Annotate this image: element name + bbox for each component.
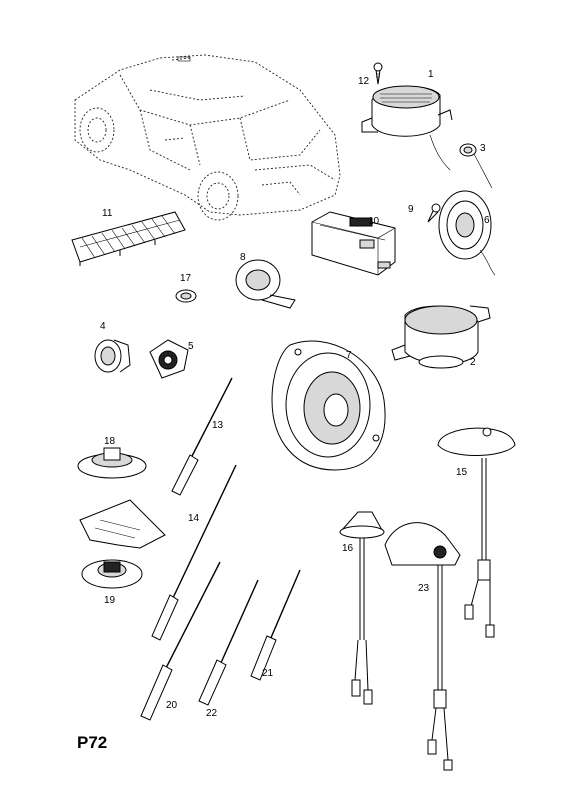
- callout-21: 21: [262, 668, 274, 679]
- connector-part-4: [94, 339, 131, 373]
- speaker-bracket-part-2: [391, 305, 491, 369]
- grille-panel-part-11: [71, 211, 186, 266]
- antenna-mast-part-20: [140, 561, 221, 721]
- callout-8: 8: [240, 252, 246, 263]
- callout-23: 23: [418, 583, 430, 594]
- page-code-label: P72: [77, 733, 108, 752]
- shark-fin-antenna-part-23: [384, 522, 461, 771]
- callout-7: 7: [346, 350, 352, 361]
- antenna-mast-part-14: [151, 464, 237, 641]
- callout-17: 17: [180, 273, 192, 284]
- callout-1: 1: [428, 69, 434, 80]
- callout-9: 9: [408, 204, 414, 215]
- screw-part-9: [427, 203, 441, 223]
- callout-4: 4: [100, 321, 106, 332]
- small-tweeter-part-3: [459, 143, 493, 189]
- callout-20: 20: [166, 700, 178, 711]
- antenna-base-part-19: [81, 559, 143, 589]
- antenna-mast-part-13: [171, 377, 233, 496]
- callout-2: 2: [470, 357, 476, 368]
- callout-5: 5: [188, 341, 194, 352]
- round-speaker-part-6: [438, 190, 496, 276]
- callout-15: 15: [456, 467, 468, 478]
- tweeter-housing-part-1: [361, 85, 453, 171]
- callout-13: 13: [212, 420, 224, 431]
- callout-6: 6: [484, 215, 490, 226]
- callout-22: 22: [206, 708, 218, 719]
- callout-19: 19: [104, 595, 116, 606]
- roof-antenna-part-15: [437, 427, 516, 638]
- callout-18: 18: [104, 436, 116, 447]
- callout-11: 11: [102, 208, 113, 219]
- callout-3: 3: [480, 143, 486, 154]
- callout-labels: 1 2 3 4 5 6 7 8 9 10 11 12 13 14 15 16 1…: [100, 69, 490, 719]
- gasket: [79, 499, 166, 549]
- vehicle-outline: [74, 54, 341, 221]
- screw-part-12: [373, 62, 383, 85]
- antenna-mast-part-21: [250, 569, 301, 681]
- antenna-mast-part-22: [198, 579, 259, 706]
- callout-12: 12: [358, 76, 370, 87]
- callout-14: 14: [188, 513, 200, 524]
- antenna-base-part-16: [339, 511, 385, 705]
- connector-part-5: [149, 339, 189, 379]
- callout-10: 10: [368, 216, 380, 227]
- tape-roll-part-8: [235, 259, 296, 309]
- grommet-part-17: [175, 289, 197, 303]
- amplifier-module-part-10: [311, 211, 396, 276]
- oval-speaker-part-7: [271, 340, 386, 471]
- antenna-base-part-18: [77, 447, 147, 479]
- callout-16: 16: [342, 543, 354, 554]
